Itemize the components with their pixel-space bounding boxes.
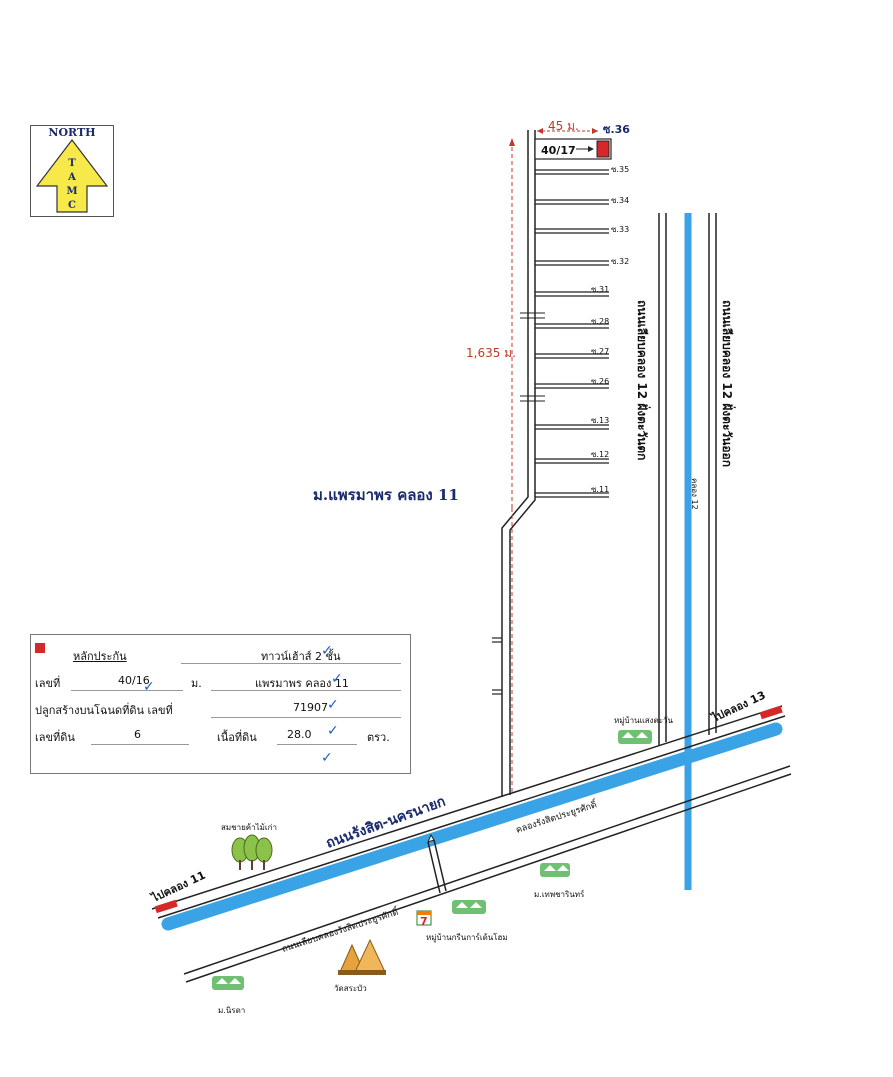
check-icon: ✓ xyxy=(331,671,343,687)
north-arrow-icon: T A M C xyxy=(35,139,109,213)
soi-label: ซ.35 xyxy=(611,165,629,174)
soi-label: ซ.11 xyxy=(591,485,609,494)
soi-label: ซ.26 xyxy=(591,377,609,386)
soi-label: ซ.31 xyxy=(591,285,609,294)
check-icon: ✓ xyxy=(143,679,155,695)
main-road xyxy=(151,705,786,919)
seven-eleven-icon: 7 xyxy=(416,910,432,928)
seven-eleven-label: 7 xyxy=(420,915,428,928)
village-icon xyxy=(212,976,244,990)
road-east-canal-12 xyxy=(708,213,717,735)
deed-label: ปลูกสร้างบนโฉนดที่ดิน เลขที่ xyxy=(35,704,173,717)
check-icon: ✓ xyxy=(327,697,339,713)
to-khlong-11-label: ไปคลอง 11 xyxy=(148,868,208,906)
soi-label: ซ.13 xyxy=(591,416,609,425)
soi-36-label: ซ.36 xyxy=(603,123,630,136)
property-type: ทาวน์เฮ้าส์ 2 ชั้น xyxy=(261,650,341,663)
collateral-info-panel: หลักประกัน ทาวน์เฮ้าส์ 2 ชั้น เลขที่ 40/… xyxy=(30,634,411,774)
north-letter: A xyxy=(67,172,76,183)
main-distance-label: 1,635 ม. xyxy=(466,346,516,360)
area-label: เนื้อที่ดิน xyxy=(217,731,257,744)
tree-icon xyxy=(231,834,273,870)
check-icon: ✓ xyxy=(327,723,339,739)
red-marker xyxy=(759,705,783,720)
top-distance-label: 45 ม. xyxy=(548,119,579,133)
collateral-label: หลักประกัน xyxy=(73,650,127,663)
road-east-label: ถนนเลียบคลอง 12 ฝั่งตะวันออก xyxy=(720,300,736,467)
soi-label: ซ.27 xyxy=(591,347,609,356)
village-nirada-label: ม.นิรดา xyxy=(218,1006,245,1015)
temple-icon xyxy=(338,938,386,975)
area-unit: ตรว. xyxy=(367,731,390,744)
red-marker xyxy=(154,899,178,914)
village-main-label: ม.แพรมาพร คลอง 11 xyxy=(313,486,459,504)
soi-label: ซ.33 xyxy=(611,225,629,234)
soi-label-group: ซ.35 ซ.34 ซ.33 ซ.32 ซ.31 ซ.28 ซ.27 ซ.26 … xyxy=(591,165,629,494)
soi-36-segment xyxy=(534,128,612,160)
north-title: NORTH xyxy=(48,126,96,139)
land-no-label: เลขที่ดิน xyxy=(35,731,75,744)
north-letter: M xyxy=(66,186,77,197)
village-green-label: หมู่บ้านกรีนการ์เด้นโฮม xyxy=(426,932,508,943)
sub-soi-lines xyxy=(492,169,609,695)
north-letter: C xyxy=(68,200,76,211)
bridge xyxy=(427,833,447,894)
village-icon xyxy=(540,863,570,877)
road-west-canal-12 xyxy=(658,213,667,745)
north-badge: NORTH T A M C xyxy=(30,125,114,217)
plot-number-label: 40/17 xyxy=(541,144,576,157)
moo-value: แพรมาพร คลอง 11 xyxy=(255,677,349,690)
land-no-value: 6 xyxy=(134,728,141,741)
check-icon: ✓ xyxy=(321,643,333,659)
soi-label: ซ.28 xyxy=(591,317,609,326)
house-no-value: 40/16 xyxy=(118,674,150,687)
orchard-label: สมชายค้าไม้เก่า xyxy=(221,823,277,832)
deed-value: 71907 xyxy=(293,701,328,714)
soi-label: ซ.34 xyxy=(611,196,629,205)
main-canal xyxy=(161,722,783,931)
moo-label: ม. xyxy=(191,677,202,690)
soi-label: ซ.12 xyxy=(591,450,609,459)
village-saengtawan-label: หมู่บ้านแสงตะวัน xyxy=(614,716,674,726)
village-icon xyxy=(452,900,486,914)
north-letter: T xyxy=(68,158,76,169)
side-road-label: ถนนเลียบคลองรังสิตประยูรศักดิ์ xyxy=(280,904,401,954)
soi-main-lane xyxy=(501,130,545,797)
temple-label: วัดสระบัว xyxy=(334,984,367,993)
village-thepcharin-label: ม.เทพชารินทร์ xyxy=(534,889,585,899)
canal-12-label: คลอง 12 xyxy=(690,478,699,510)
road-west-label: ถนนเลียบคลอง 12 ฝั่งตะวันตก xyxy=(635,300,651,460)
side-road xyxy=(183,765,792,983)
check-icon: ✓ xyxy=(321,750,333,766)
soi-label: ซ.32 xyxy=(611,257,629,266)
area-value: 28.0 xyxy=(287,728,312,741)
red-legend-square xyxy=(35,643,45,653)
house-no-label: เลขที่ xyxy=(35,677,61,690)
village-icon xyxy=(618,730,652,744)
